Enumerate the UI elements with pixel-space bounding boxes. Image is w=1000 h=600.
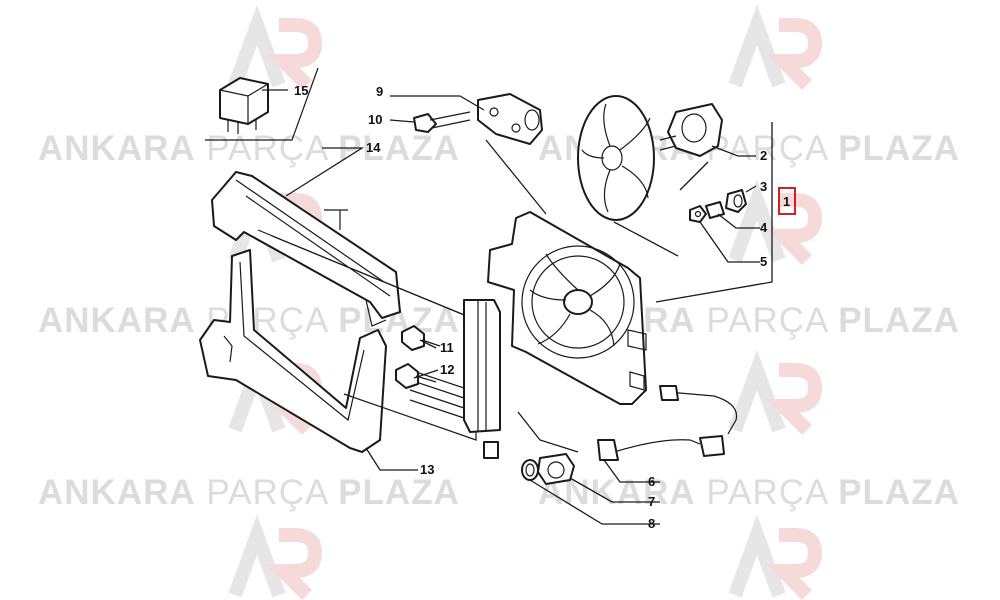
watermark-word-plaza: PLAZA — [838, 129, 960, 168]
callout-9[interactable]: 9 — [376, 84, 383, 99]
watermark-word-parca: PARÇA — [206, 129, 329, 168]
watermark-word-parca: PARÇA — [706, 473, 829, 512]
part-14-upper-crossmember[interactable] — [211, 171, 401, 327]
part-7-thermo-switch[interactable] — [537, 453, 575, 485]
svg-text:ANKARA PARÇA PLAZA: ANKARA PARÇA PLAZA — [538, 473, 960, 512]
callout-7[interactable]: 7 — [648, 494, 655, 509]
callout-11[interactable]: 11 — [440, 340, 454, 355]
callout-6[interactable]: 6 — [648, 474, 655, 489]
watermark-word-ankara: ANKARA — [38, 301, 196, 340]
part-3-bushing[interactable] — [725, 189, 747, 213]
part-13-frame[interactable] — [199, 249, 387, 453]
watermark-word-plaza: PLAZA — [838, 301, 960, 340]
svg-text:ANKARA PARÇA PLAZA: ANKARA PARÇA PLAZA — [38, 473, 460, 512]
part-10-bolt[interactable] — [413, 111, 471, 133]
watermark-logo — [728, 179, 823, 265]
fan-shroud-assembly[interactable] — [487, 211, 647, 405]
watermark-word-parca: PARÇA — [706, 129, 829, 168]
part-4-spacer[interactable] — [705, 201, 725, 219]
callout-10[interactable]: 10 — [368, 112, 382, 127]
callout-12[interactable]: 12 — [440, 362, 454, 377]
part-8-sealing-ring[interactable] — [521, 459, 539, 481]
watermark-logo — [728, 4, 823, 90]
watermark-word-plaza: PLAZA — [838, 473, 960, 512]
watermark-word-plaza: PLAZA — [338, 473, 460, 512]
callout-3[interactable]: 3 — [760, 179, 767, 194]
watermark-logo — [228, 514, 323, 600]
callout-8[interactable]: 8 — [648, 516, 655, 531]
watermark-word-parca: PARÇA — [706, 301, 829, 340]
part-5-nut[interactable] — [689, 205, 707, 223]
callout-15[interactable]: 15 — [294, 83, 308, 98]
part-12-bolt[interactable] — [395, 363, 437, 389]
watermark-logo — [228, 4, 323, 90]
watermark-word-ankara: ANKARA — [38, 473, 196, 512]
watermark-word-parca: PARÇA — [206, 473, 329, 512]
radiator[interactable] — [257, 209, 501, 459]
part-11-bolt[interactable] — [401, 325, 441, 351]
callout-1[interactable]: 1 — [783, 194, 790, 209]
watermark-logo — [728, 514, 823, 600]
callouts: 15 9 10 14 2 3 4 5 1 11 12 13 6 7 8 — [294, 83, 796, 531]
svg-text:ANKARA PARÇA PLAZA: ANKARA PARÇA PLAZA — [38, 129, 460, 168]
callout-5[interactable]: 5 — [760, 254, 767, 269]
callout-13[interactable]: 13 — [420, 462, 434, 477]
callout-4[interactable]: 4 — [760, 220, 768, 235]
part-9-resistor[interactable] — [477, 93, 543, 145]
watermark-logo — [728, 349, 823, 435]
part-15-relay[interactable] — [205, 67, 319, 141]
watermark-word-ankara: ANKARA — [38, 129, 196, 168]
callout-1-highlight-box — [778, 187, 796, 215]
leader-lines — [262, 89, 773, 525]
callout-14[interactable]: 14 — [366, 140, 381, 155]
part-2-fan-blade-motor[interactable] — [577, 95, 723, 221]
part-6-wiring-harness[interactable] — [597, 385, 738, 461]
callout-2[interactable]: 2 — [760, 148, 767, 163]
